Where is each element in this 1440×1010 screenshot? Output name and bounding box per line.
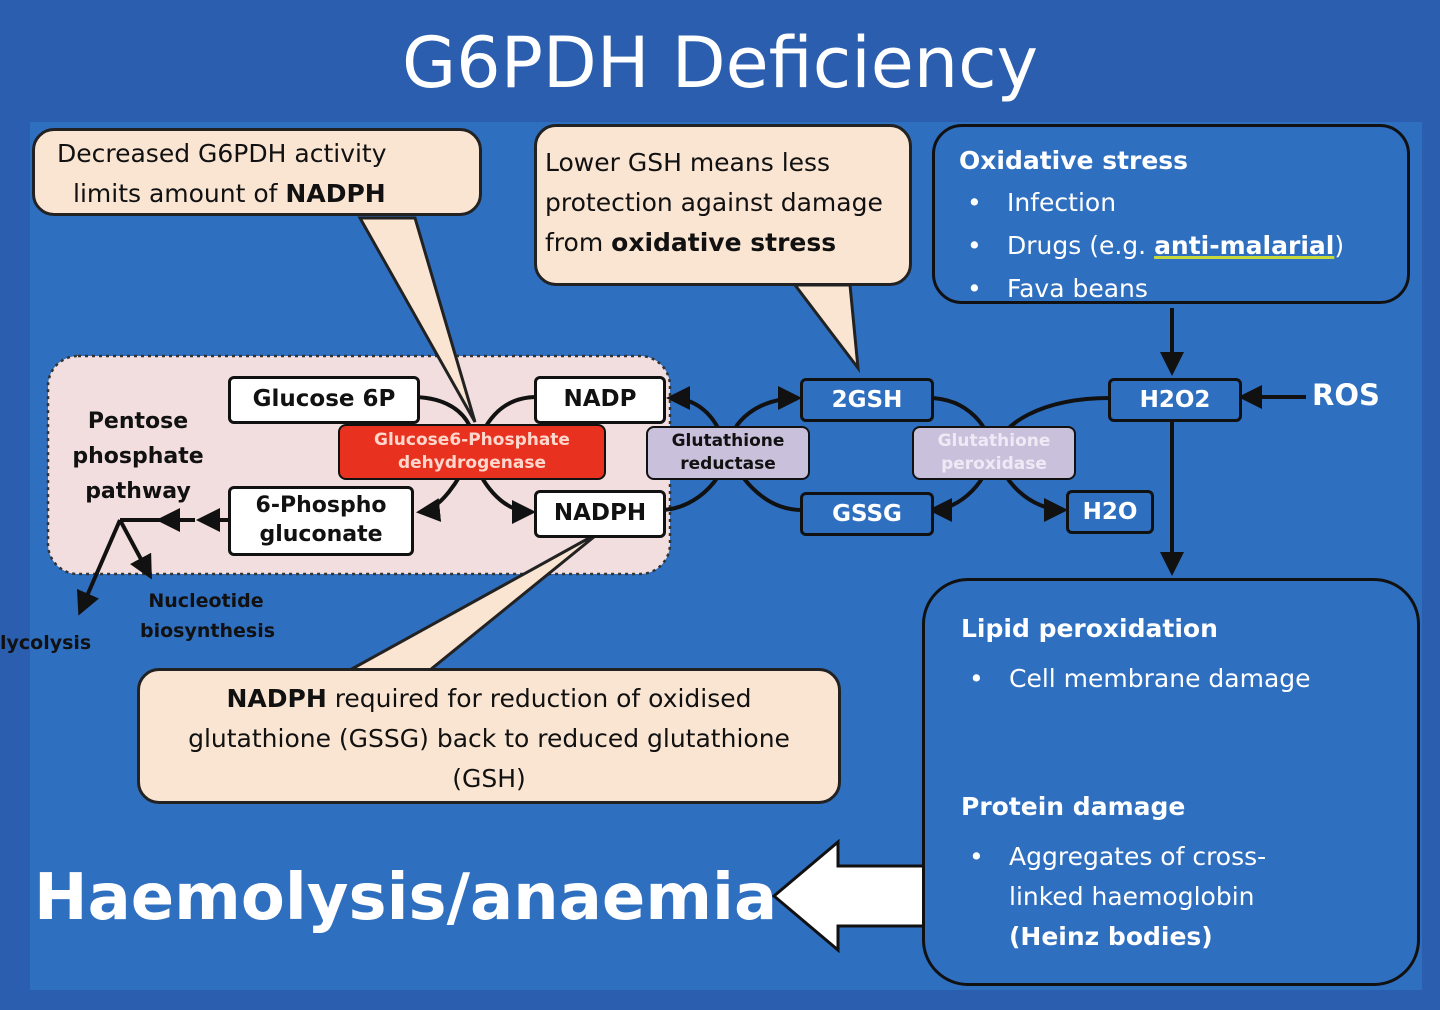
- protein-item-line2: linked haemoglobin: [1009, 882, 1255, 911]
- callout-nadph-limit: Decreased G6PDH activity limits amount o…: [32, 128, 482, 216]
- callout-gsh-line1: Lower GSH means less: [545, 148, 831, 177]
- protein-item: Aggregates of cross- linked haemoglobin …: [961, 837, 1417, 957]
- callout-nadph-limit-bold: NADPH: [285, 179, 386, 208]
- callout-nadph-req-line1: NADPH required for reduction of oxidised: [140, 679, 838, 719]
- lipid-heading: Lipid peroxidation: [961, 614, 1218, 643]
- h2o-box: H2O: [1066, 490, 1154, 534]
- outcome-arrow: [771, 838, 930, 954]
- g6pdh-enzyme: Glucose6-Phosphate dehydrogenase: [338, 424, 606, 480]
- callout-gsh-bold: oxidative stress: [611, 228, 837, 257]
- callout-nadph-limit-prefix: limits amount of: [73, 179, 286, 208]
- page-title: G6PDH Deficiency: [401, 22, 1039, 104]
- drugs-prefix: Drugs (e.g.: [1007, 231, 1155, 260]
- damage-box: Lipid peroxidation Cell membrane damage …: [922, 578, 1420, 986]
- callout-gsh-line2: protection against damage: [545, 188, 883, 217]
- callout-gsh: Lower GSH means less protection against …: [534, 124, 912, 286]
- lipid-item: Cell membrane damage: [961, 659, 1417, 699]
- outcome-label: Haemolysis/anaemia: [34, 861, 778, 935]
- callout-gsh-line3: from oxidative stress: [545, 223, 909, 263]
- oxidative-item-drugs: Drugs (e.g. anti-malarial): [959, 224, 1407, 267]
- callout-nadph-req: NADPH required for reduction of oxidised…: [137, 668, 841, 804]
- gsh-box: 2GSH: [800, 378, 934, 422]
- anti-malarial-link[interactable]: anti-malarial: [1154, 231, 1335, 260]
- callout-nadph-req-line2: glutathione (GSSG) back to reduced gluta…: [188, 724, 790, 753]
- h2o2-box: H2O2: [1108, 378, 1242, 422]
- drugs-suffix: ): [1334, 231, 1345, 260]
- glutathione-reductase: Glutathione reductase: [646, 426, 810, 480]
- callout-nadph-req-line3: (GSH): [452, 764, 526, 793]
- protein-heading: Protein damage: [961, 792, 1186, 821]
- callout-nadph-req-bold: NADPH: [226, 684, 327, 713]
- phospho-gluconate-box: 6-Phospho gluconate: [228, 486, 414, 556]
- ppp-label: Pentose phosphate pathway: [72, 409, 204, 504]
- glucose6p-box: Glucose 6P: [228, 376, 420, 424]
- protein-item-line1: Aggregates of cross-: [1009, 842, 1267, 871]
- callout-nadph-limit-line1: Decreased G6PDH activity: [57, 139, 387, 168]
- nadph-box: NADPH: [534, 490, 666, 538]
- callout-tail-gsh: [791, 283, 861, 374]
- ros-label: ROS: [1312, 378, 1380, 412]
- callout-gsh-prefix: from: [545, 228, 612, 257]
- callout-tail-nadph-limit: [357, 216, 477, 423]
- glutathione-peroxidase: Glutathione peroxidase: [912, 426, 1076, 480]
- nucleotide-label: Nucleotide biosynthesis: [140, 590, 276, 642]
- oxidative-item-infection: Infection: [959, 181, 1407, 224]
- callout-nadph-req-rest: required for reduction of oxidised: [326, 684, 752, 713]
- callout-nadph-limit-line2: limits amount of NADPH: [57, 174, 479, 214]
- oxidative-item-fava: Fava beans: [959, 267, 1407, 310]
- nadp-box: NADP: [534, 376, 666, 424]
- oxidative-heading: Oxidative stress: [959, 146, 1189, 175]
- gssg-box: GSSG: [800, 492, 934, 536]
- protein-item-line3: (Heinz bodies): [1009, 922, 1213, 951]
- glycolysis-label: lycolysis: [0, 632, 92, 654]
- oxidative-stress-box: Oxidative stress Infection Drugs (e.g. a…: [932, 124, 1410, 310]
